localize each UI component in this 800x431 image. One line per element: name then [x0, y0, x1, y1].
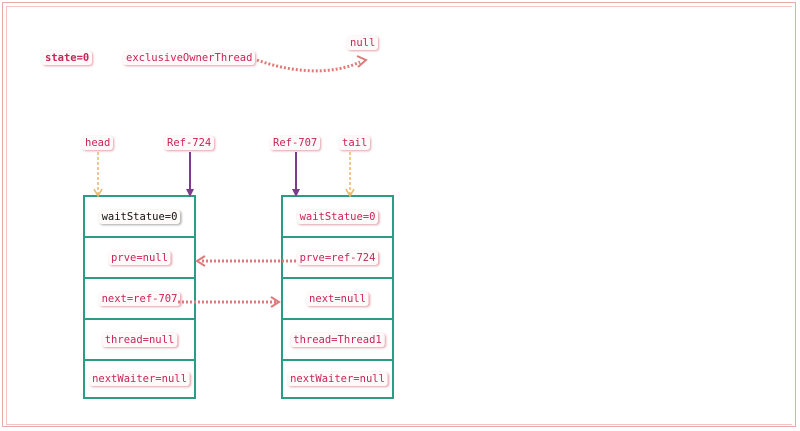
right-node-thread: thread=Thread1 — [290, 332, 385, 347]
left-node-prev: prve=null — [108, 250, 171, 265]
ref-724-label: Ref-724 — [164, 136, 215, 150]
state-label: state=0 — [42, 51, 93, 65]
right-node-wait-status-row: waitStatue=0 — [283, 197, 392, 238]
left-node-next-waiter-row: nextWaiter=null — [85, 361, 194, 397]
left-node: waitStatue=0 prve=null next=ref-707 thre… — [83, 195, 196, 399]
right-node-next-waiter-row: nextWaiter=null — [283, 361, 392, 397]
right-node-next-row: next=null — [283, 279, 392, 320]
left-node-thread-row: thread=null — [85, 320, 194, 361]
inner-frame — [6, 6, 792, 425]
right-node-next: next=null — [306, 291, 369, 306]
right-node: waitStatue=0 prve=ref-724 next=null thre… — [281, 195, 394, 399]
left-node-next-waiter: nextWaiter=null — [89, 372, 190, 386]
right-node-thread-row: thread=Thread1 — [283, 320, 392, 361]
left-node-next-row: next=ref-707 — [85, 279, 194, 320]
left-node-wait-status-row: waitStatue=0 — [85, 197, 194, 238]
right-node-next-waiter: nextWaiter=null — [287, 372, 388, 386]
left-node-prev-row: prve=null — [85, 238, 194, 279]
outer-frame — [2, 2, 796, 427]
tail-label: tail — [339, 136, 371, 150]
ref-707-label: Ref-707 — [270, 136, 321, 150]
right-node-prev-row: prve=ref-724 — [283, 238, 392, 279]
left-node-thread: thread=null — [101, 332, 178, 347]
right-node-prev: prve=ref-724 — [296, 250, 379, 265]
right-node-wait-status: waitStatue=0 — [296, 209, 379, 224]
owner-null-label: null — [347, 36, 379, 50]
left-node-next: next=ref-707 — [98, 291, 181, 306]
exclusive-owner-thread-label: exclusiveOwnerThread — [123, 51, 256, 65]
head-label: head — [82, 136, 114, 150]
left-node-wait-status: waitStatue=0 — [98, 209, 181, 224]
